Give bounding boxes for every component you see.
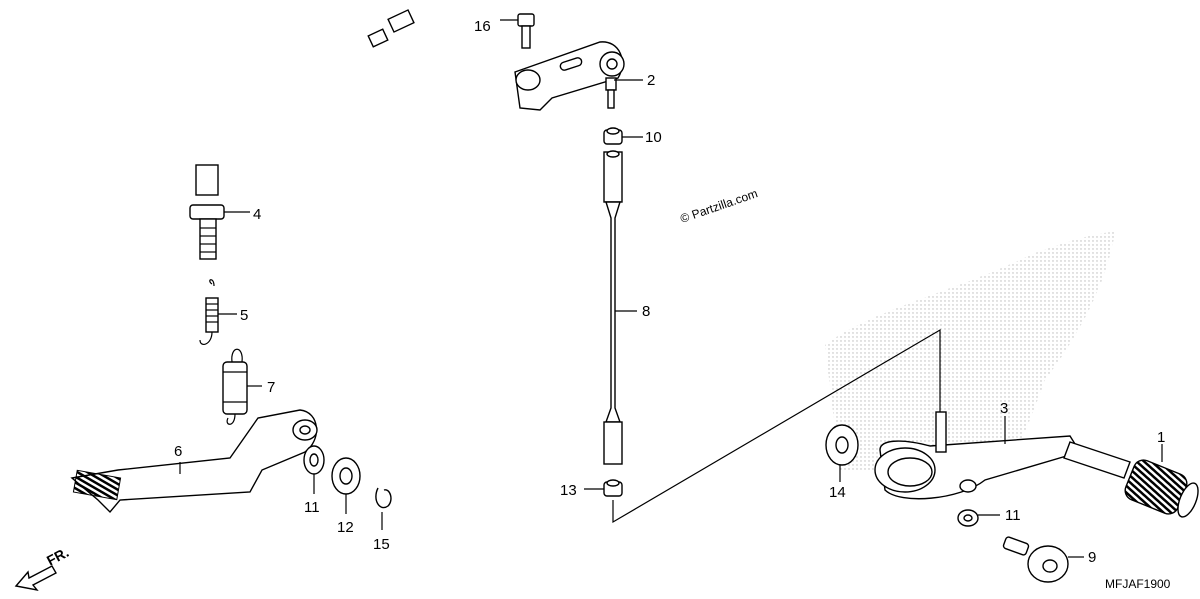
callout-6: 6 xyxy=(174,443,182,460)
callout-13: 13 xyxy=(560,482,577,499)
washer-part-11 xyxy=(303,445,325,494)
spring-part-7 xyxy=(222,348,262,425)
callout-5: 5 xyxy=(240,307,248,324)
callout-4: 4 xyxy=(253,206,261,223)
diagram-code: MFJAF1900 xyxy=(1105,577,1171,591)
callout-14: 14 xyxy=(829,484,846,501)
nut-part-13 xyxy=(584,328,941,524)
callout-8: 8 xyxy=(642,303,650,320)
shift-pedal-part-3 xyxy=(874,411,1131,500)
callout-3: 3 xyxy=(1000,400,1008,417)
watermark: © Partzilla.com xyxy=(678,186,759,226)
callout-16: 16 xyxy=(474,18,491,35)
spring-part-5 xyxy=(199,279,237,345)
callout-15: 15 xyxy=(373,536,390,553)
callout-9: 9 xyxy=(1088,549,1096,566)
callout-1: 1 xyxy=(1157,429,1165,446)
callout-12: 12 xyxy=(337,519,354,536)
callout-11-left: 11 xyxy=(304,499,320,516)
washer-part-14 xyxy=(825,424,859,482)
stop-switch-part-4 xyxy=(189,9,415,260)
clip-part-15 xyxy=(375,487,392,530)
shift-rod-part-8 xyxy=(603,150,637,465)
front-direction-arrow-icon xyxy=(14,565,57,592)
shift-arm-part-2 xyxy=(514,41,643,111)
direction-label: FR. xyxy=(44,544,71,569)
callout-11-right: 11 xyxy=(1005,507,1021,524)
bolt-part-9 xyxy=(1002,536,1084,583)
washer-part-12 xyxy=(331,457,361,514)
rubber-part-1 xyxy=(1124,444,1199,518)
callout-10: 10 xyxy=(645,129,662,146)
nut-part-10 xyxy=(603,127,643,145)
callout-2: 2 xyxy=(647,72,655,89)
callout-7: 7 xyxy=(267,379,275,396)
washer-part-11-right xyxy=(957,509,1000,527)
brake-pedal-part-6 xyxy=(70,409,318,514)
bolt-part-16 xyxy=(500,13,535,49)
wing-emblem-stipple xyxy=(825,232,1115,470)
